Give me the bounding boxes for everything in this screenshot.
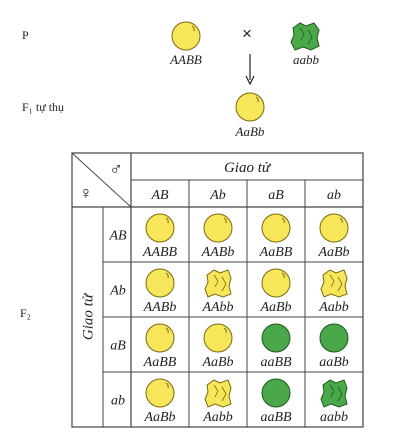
pea-highlight <box>223 327 227 334</box>
wrinkle-lines <box>329 384 343 402</box>
parent-left-pea-icon <box>171 21 201 51</box>
cell-genotype: AABB <box>142 245 178 260</box>
column-gamete: Ab <box>209 188 226 203</box>
cross-symbol: × <box>242 24 252 43</box>
cell-genotype: aaBB <box>260 410 292 425</box>
cell-genotype: aaBb <box>319 355 349 370</box>
pea-icon <box>319 323 349 353</box>
column-title: Giao tử <box>224 160 272 176</box>
cell-genotype: AaBb <box>201 355 233 370</box>
pea-icon <box>145 268 175 298</box>
pea-highlight <box>339 217 343 224</box>
table-border <box>71 152 364 428</box>
f1-genotype: AaBb <box>235 124 265 139</box>
pea-highlight <box>165 382 169 389</box>
wrinkle-lines <box>213 384 227 402</box>
parent-right-genotype: aabb <box>293 52 319 67</box>
wrinkle-lines <box>329 274 343 292</box>
cell-genotype: AaBb <box>143 410 175 425</box>
cell-genotype: aaBB <box>260 355 292 370</box>
column-gamete: aB <box>268 188 284 203</box>
wrinkled-pea-icon <box>204 379 232 408</box>
pea-icon <box>261 268 291 298</box>
pea-icon <box>145 378 175 408</box>
row-gamete: Ab <box>109 284 126 299</box>
cell-genotype: Aabb <box>202 410 233 425</box>
pea-highlight <box>165 272 169 279</box>
row-gamete: ab <box>111 394 125 409</box>
cell-genotype: AaBb <box>317 245 349 260</box>
pea-highlight <box>165 217 169 224</box>
pea-icon <box>145 323 175 353</box>
pea-highlight <box>165 327 169 334</box>
wrinkled-pea-icon <box>320 379 348 408</box>
cell-genotype: AaBb <box>259 300 291 315</box>
row-gamete: AB <box>108 229 127 244</box>
female-symbol: ♀ <box>79 183 93 203</box>
cell-genotype: AaBB <box>143 355 177 370</box>
cell-genotype: aabb <box>320 410 348 425</box>
cell-genotype: AABb <box>201 245 235 260</box>
f1-pea-icon <box>235 92 265 122</box>
cell-genotype: AAbb <box>201 300 233 315</box>
pea-icon <box>261 378 291 408</box>
pea-highlight <box>223 217 227 224</box>
pea-highlight <box>281 272 285 279</box>
pea-highlight <box>281 217 285 224</box>
parent-right-pea-icon <box>290 22 320 51</box>
pea-icon <box>203 323 233 353</box>
corner-diagonal <box>71 152 132 208</box>
wrinkled-pea-icon <box>320 269 348 298</box>
row-gamete: aB <box>110 339 126 354</box>
male-symbol: ♂ <box>109 159 123 179</box>
f1-generation-label: F₁ tự thụ <box>22 100 65 114</box>
column-gamete: AB <box>150 188 169 203</box>
cell-genotype: AaBB <box>259 245 293 260</box>
down-arrow-icon <box>245 54 255 86</box>
parent-left-genotype: AABB <box>170 52 202 67</box>
wrinkle-lines <box>213 274 227 292</box>
pea-icon <box>261 213 291 243</box>
pea-icon <box>203 213 233 243</box>
pea-icon <box>145 213 175 243</box>
pea-icon <box>261 323 291 353</box>
column-gamete: ab <box>327 188 341 203</box>
cell-genotype: AABb <box>143 300 177 315</box>
wrinkled-pea-icon <box>204 269 232 298</box>
row-title: Giao tử <box>81 292 97 340</box>
cell-genotype: Aabb <box>318 300 349 315</box>
p-generation-label: P <box>22 28 29 42</box>
pea-icon <box>319 213 349 243</box>
f2-generation-label: F₂ <box>20 306 31 320</box>
